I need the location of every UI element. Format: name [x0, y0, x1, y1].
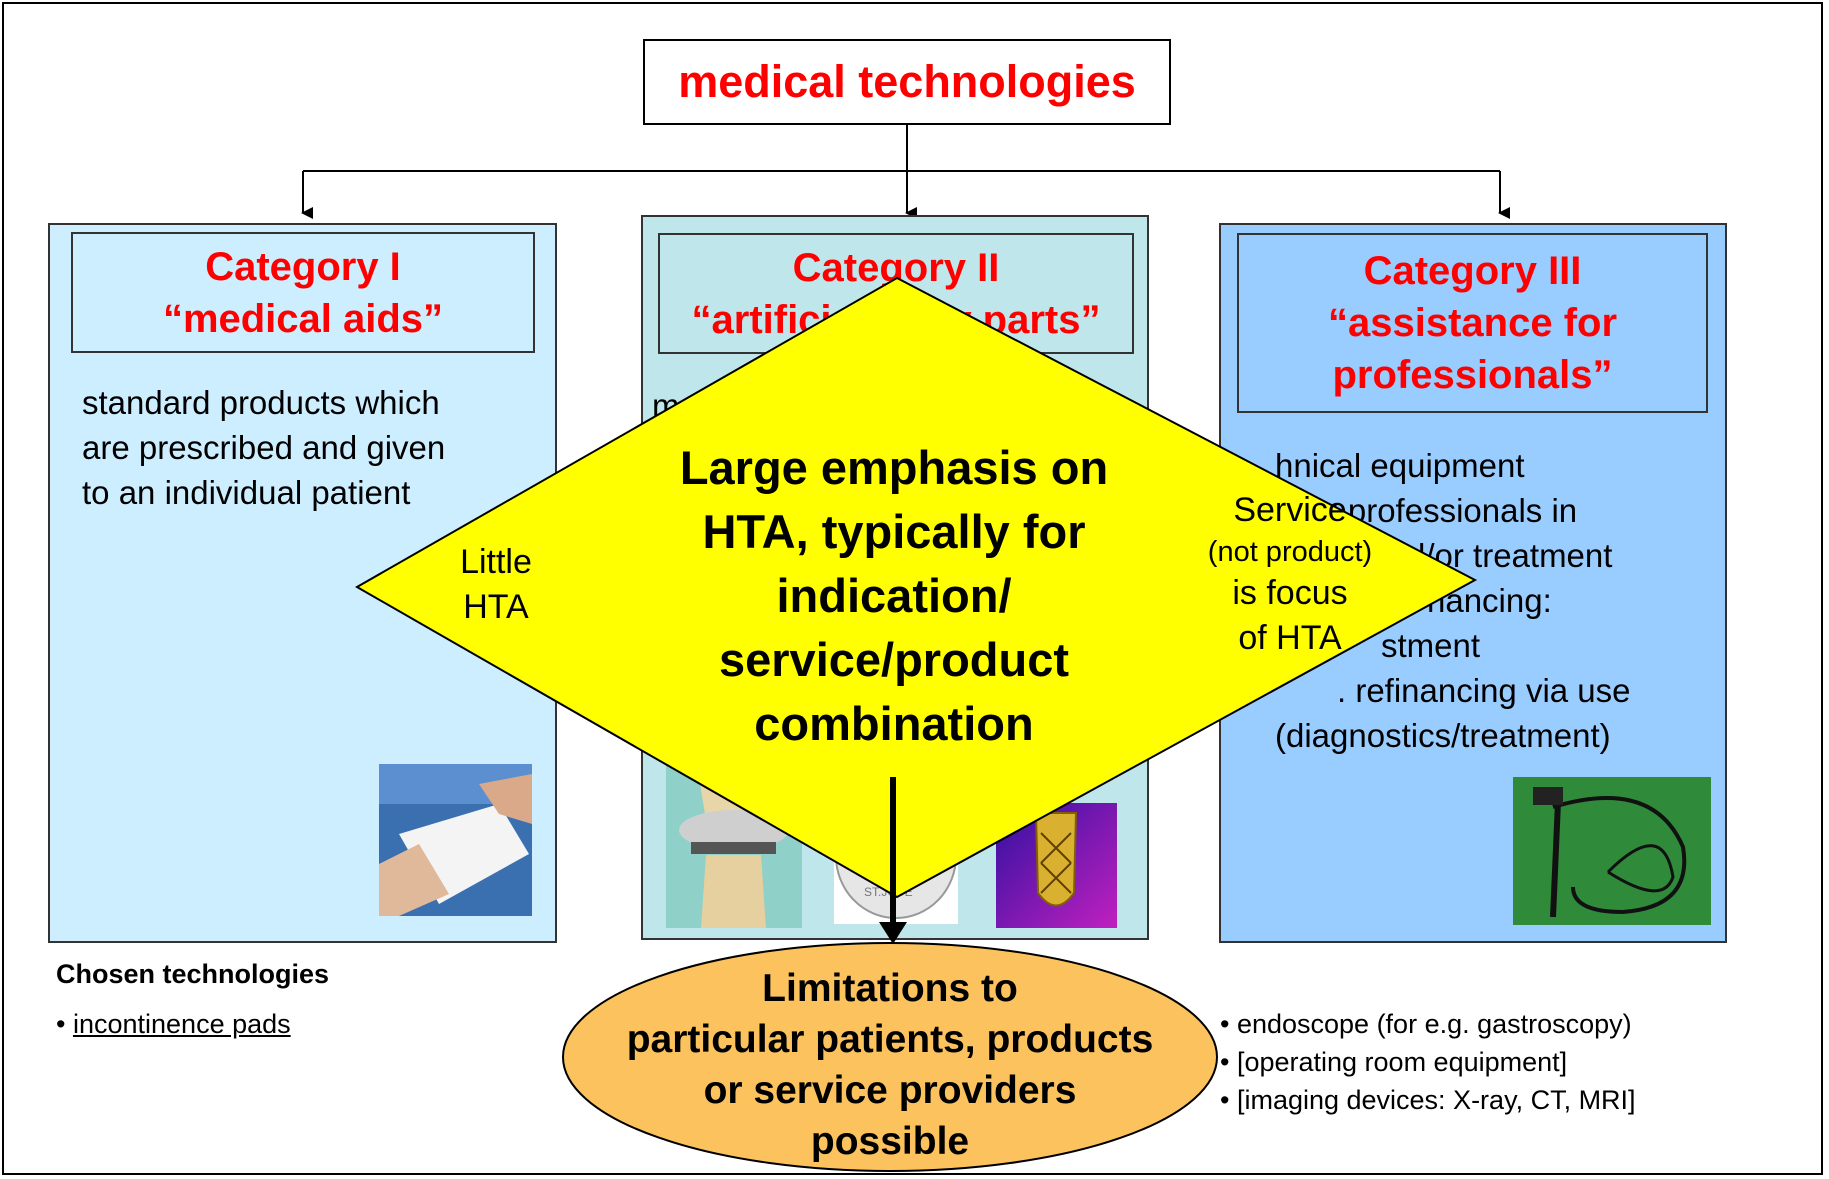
category-1-title-line1: Category I [205, 244, 401, 289]
incontinence-pad-photo [379, 764, 532, 916]
chosen-technologies-item: • incontinence pads [56, 1009, 291, 1039]
diamond-center-line: indication/ [776, 569, 1012, 622]
category-3-title-line1: Category III [1363, 249, 1582, 293]
diamond-center-text: Large emphasis on HTA, typically for ind… [624, 436, 1164, 756]
svg-text:ST.JUDE: ST.JUDE [864, 885, 913, 899]
category-1-title: Category I “medical aids” [71, 232, 535, 353]
limitations-line: possible [810, 1120, 970, 1163]
knee-implant-photo [666, 760, 802, 928]
diamond-center-line: Large emphasis on [679, 441, 1109, 494]
category-1-desc-line: are prescribed and given [82, 429, 446, 466]
category-3-desc-line: (diagnostics/treatment) [1275, 717, 1611, 754]
category-1-title-line2: “medical aids” [162, 296, 444, 341]
category-1-description: standard products which are prescribed a… [82, 380, 445, 515]
limitations-ellipse [562, 942, 1218, 1172]
category-3-desc-line: . refinancing via use [1337, 672, 1631, 709]
technology-list-item: • endoscope (for e.g. gastroscopy) [1220, 1009, 1632, 1039]
diamond-left-line: HTA [463, 588, 529, 626]
diamond-right-line: is focus [1232, 574, 1348, 612]
category-2-description: medi [652, 387, 724, 424]
diamond-center-line: combination [754, 697, 1034, 750]
diamond-right-line: Service [1233, 491, 1347, 529]
category-2-title-line1: Category II [792, 245, 1000, 290]
category-3-title-line2: “assistance for [1327, 301, 1618, 345]
incontinence-pads-label: incontinence pads [72, 1009, 291, 1039]
technology-list-item: • [imaging devices: X-ray, CT, MRI] [1220, 1085, 1636, 1115]
root-label: medical technologies [678, 56, 1136, 107]
stent-photo [996, 803, 1117, 928]
pacemaker-photo: ST.JUDE [834, 806, 958, 924]
diamond-center-line: service/product [718, 633, 1070, 686]
diamond-left-line: Little [460, 543, 532, 581]
category-1-desc-line: standard products which [82, 384, 440, 421]
diamond-right-text: Service (not product) is focus of HTA [1170, 488, 1410, 661]
technology-list-item: • [operating room equipment] [1220, 1047, 1568, 1077]
limitations-line: particular patients, products [626, 1018, 1154, 1061]
limitations-line: Limitations to [762, 967, 1018, 1010]
limitations-line: or service providers [703, 1069, 1077, 1112]
endoscope-photo [1513, 777, 1711, 925]
root-node: medical technologies [643, 39, 1171, 125]
category-3-title-line3: professionals” [1332, 353, 1613, 397]
limitations-text: Limitations to particular patients, prod… [560, 963, 1220, 1167]
category-2-title-line2: “artificial body parts” [691, 297, 1101, 342]
category-3-desc-line: hnical equipment [1275, 447, 1525, 484]
diamond-left-text: Little HTA [430, 540, 562, 630]
diamond-right-line: of HTA [1238, 619, 1342, 657]
category-3-title: Category III “assistance for professiona… [1237, 233, 1708, 413]
diamond-center-line: HTA, typically for [702, 505, 1086, 558]
chosen-technologies-heading: Chosen technologies [56, 959, 330, 989]
category-2-title: Category II “artificial body parts” [658, 233, 1134, 354]
category-3-technology-list: • endoscope (for e.g. gastroscopy) • [op… [1220, 1005, 1636, 1119]
category-1-desc-line: to an individual patient [82, 474, 411, 511]
diamond-right-line: (not product) [1207, 536, 1373, 568]
